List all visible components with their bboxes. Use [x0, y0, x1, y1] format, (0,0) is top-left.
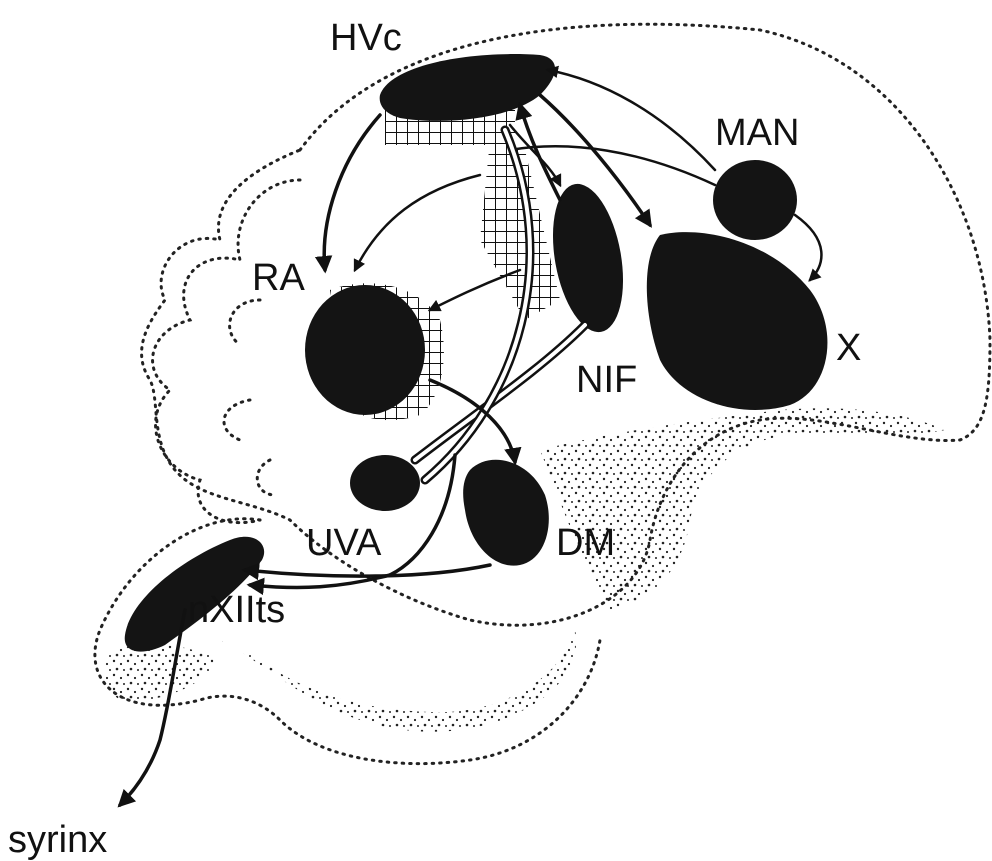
- cerebellum-folds: [224, 300, 275, 495]
- label-x: X: [836, 327, 861, 369]
- label-uva: UVA: [306, 522, 382, 564]
- dm-to-nxiits-arrow: [245, 565, 490, 576]
- nif-nucleus: [542, 178, 633, 337]
- hvc-nucleus: [380, 54, 555, 121]
- label-nif: NIF: [576, 359, 637, 401]
- label-syrinx: syrinx: [8, 819, 107, 861]
- man-nucleus: [713, 160, 797, 240]
- label-dm: DM: [556, 522, 615, 564]
- stippled-region-lower: [220, 630, 576, 732]
- uva-nucleus: [350, 455, 420, 511]
- dm-nucleus: [463, 460, 549, 566]
- man-to-x-arrow: [795, 215, 821, 280]
- x-nucleus: [647, 232, 828, 410]
- ra-nucleus: [305, 285, 425, 415]
- stippled-region-upper: [540, 408, 945, 610]
- label-man: MAN: [715, 112, 799, 154]
- stippled-edge-left: [105, 645, 220, 701]
- hvc-to-ra-arrow: [324, 115, 380, 270]
- man-hvc-crossing-line: [510, 146, 715, 185]
- label-hvc: HVc: [330, 17, 402, 59]
- hvc-to-ra-inner-arrow: [355, 175, 480, 270]
- label-ra: RA: [252, 257, 305, 299]
- nif-to-ra-arrow: [430, 270, 520, 310]
- label-nxiits: nXIIts: [188, 589, 285, 631]
